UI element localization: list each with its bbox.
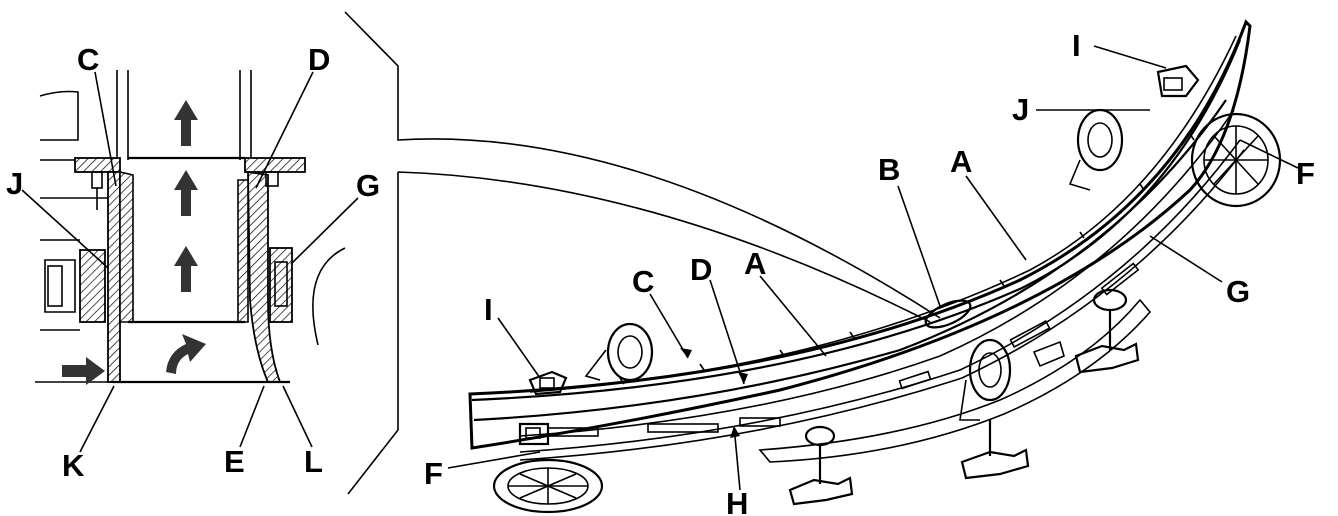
knob-1 (1074, 288, 1140, 374)
knob-2 (960, 420, 1030, 480)
clamp-top-i (1156, 64, 1200, 98)
label-f-left: F (424, 456, 443, 491)
label-d-detail: D (308, 42, 330, 77)
squeegee-assembly: I J F A B G A D C I F H (424, 19, 1315, 516)
wheel-left (492, 458, 604, 514)
suction-port (924, 299, 972, 329)
knob-3 (788, 425, 854, 506)
label-i-top: I (1072, 28, 1081, 63)
label-f-right: F (1296, 156, 1315, 191)
arrow-up-icon (174, 246, 198, 292)
label-j-top: J (1012, 92, 1029, 127)
wheel-right (1190, 112, 1282, 208)
label-l-detail: L (304, 444, 323, 479)
label-e-detail: E (224, 444, 245, 479)
label-g-detail: G (356, 168, 380, 203)
label-i-left: I (484, 292, 493, 327)
label-b: B (878, 152, 900, 187)
callout-bracket (344, 11, 941, 495)
label-g-right: G (1226, 274, 1250, 309)
squeegee-body (468, 19, 1252, 450)
label-a-right: A (950, 144, 972, 179)
detail-cutaway: C D J G K E L (6, 11, 941, 495)
roller-mid (959, 338, 1012, 421)
clamp-block-g (269, 247, 293, 323)
curved-arrow-icon (166, 334, 206, 374)
label-c-mid: C (632, 264, 654, 299)
label-j-detail: J (6, 166, 23, 201)
clamp-left-i (528, 370, 568, 396)
blade-wall-left (107, 171, 121, 383)
label-a-mid: A (744, 246, 766, 281)
label-k-detail: K (62, 448, 85, 483)
label-h: H (726, 486, 748, 516)
arrow-up-icon (174, 170, 198, 216)
label-d-mid: D (690, 252, 712, 287)
roller-left (584, 322, 654, 382)
arrow-right-icon (62, 357, 105, 385)
arrow-up-icon (174, 100, 198, 146)
label-c-detail: C (77, 42, 99, 77)
roller-top (1068, 108, 1124, 191)
